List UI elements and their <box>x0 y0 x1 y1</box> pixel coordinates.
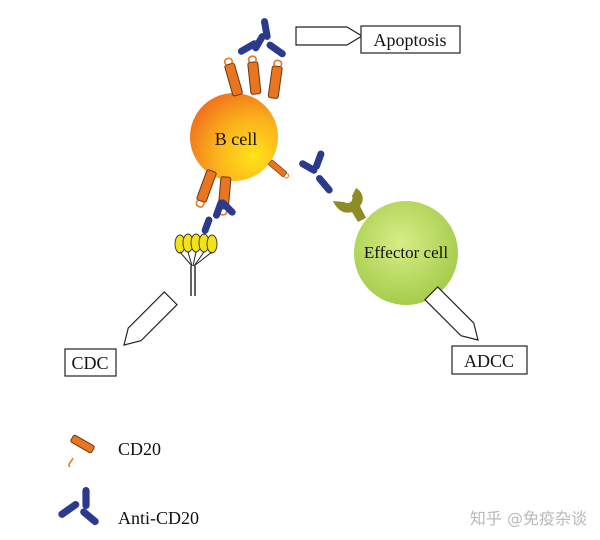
adcc-box <box>451 345 528 375</box>
cd20-icon <box>221 56 244 98</box>
legend-label-cd20: CD20 <box>118 439 161 459</box>
anti-cd20-adcc <box>299 150 333 194</box>
b-cell-label: B cell <box>215 129 258 149</box>
anti-cd20-lower-left <box>201 199 236 234</box>
cd20-top-cluster <box>221 54 285 100</box>
cdc-label: CDC <box>71 353 108 373</box>
cd20-icon <box>70 434 95 454</box>
cd20-lower-right <box>267 159 291 181</box>
cdc-arrow <box>117 291 178 352</box>
effector-cell <box>354 201 458 305</box>
legend-item-cd20: CD20 <box>68 434 161 468</box>
cd20-icon <box>246 54 262 96</box>
legend: CD20 Anti-CD20 <box>58 434 199 528</box>
cd20-icon <box>193 168 218 210</box>
anti-cd20-icon <box>58 487 99 526</box>
apoptosis-arrow <box>295 26 363 46</box>
fc-receptor <box>333 188 366 222</box>
adcc-arrow <box>424 286 485 347</box>
watermark: 知乎 @免疫杂谈 <box>470 509 587 528</box>
complement-c1q <box>174 233 218 296</box>
legend-item-anti-cd20: Anti-CD20 <box>58 487 199 528</box>
apoptosis-box <box>360 25 461 54</box>
cd20-icon <box>267 58 285 100</box>
b-cell <box>190 93 278 181</box>
legend-label-anti-cd20: Anti-CD20 <box>118 508 199 528</box>
apoptosis-label: Apoptosis <box>373 30 446 50</box>
effector-cell-label: Effector cell <box>364 243 448 262</box>
adcc-label: ADCC <box>464 351 514 371</box>
cdc-box <box>64 348 117 377</box>
anti-cd20-top <box>237 18 286 58</box>
cd20-icon <box>267 159 291 181</box>
